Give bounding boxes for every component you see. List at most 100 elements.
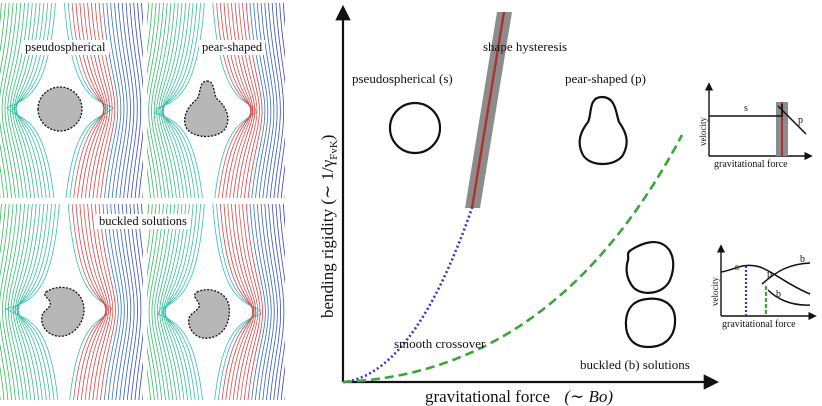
flow-streamline [17,204,45,400]
flow-streamline [17,204,49,400]
flow-streamline [125,3,138,198]
hysteresis-line [470,11,506,209]
flow-streamline [227,3,252,198]
flow-streamline [151,3,168,198]
flow-streamline [4,3,22,198]
flow-streamline [157,3,202,198]
flow-streamline [110,204,125,400]
flow-lines-pseudospherical [0,3,143,198]
flow-streamline [147,204,161,400]
flow-streamline [230,3,254,198]
flow-streamline [219,3,252,198]
flow-streamline [238,3,258,198]
flow-streamline [7,3,26,198]
flow-streamline [71,3,105,198]
flow-streamline [0,204,10,400]
flow-streamline [90,204,111,400]
label-buckled-panel: buckled solutions [96,214,190,229]
panel-buckled-left [0,204,143,400]
flow-streamline [161,3,187,198]
flow-streamline [256,204,272,400]
inset-bottom-ylabel: velocity [710,277,720,306]
inset-top-ylabel: velocity [698,117,708,146]
label-pear-region: pear-shaped (p) [565,71,646,86]
flow-streamline [83,3,106,198]
inset-top: s p velocity gravitational force [698,82,813,170]
flow-streamline [164,204,198,400]
flow-streamline [147,3,161,198]
flow-streamline [15,3,41,198]
flow-streamline [161,204,183,400]
flow-streamline [216,204,257,400]
flow-streamline [245,204,263,400]
flow-streamline [12,3,53,198]
flow-streamline [148,204,164,400]
flow-streamline [156,3,176,198]
flow-streamline [157,204,205,400]
label-pseudospherical-region: pseudospherical (s) [352,71,453,86]
shape-buckled-2 [624,297,677,349]
inset-top-s: s [744,103,748,114]
flow-streamline [15,204,37,400]
flow-streamline [121,204,135,400]
flow-streamline [219,204,255,400]
flow-streamline [0,3,6,198]
flow-streamline [256,3,272,198]
flow-streamline [163,204,187,400]
flow-streamline [253,204,269,400]
flow-streamline [154,3,205,198]
flow-streamline [223,3,252,198]
flow-streamline [153,3,172,198]
flow-streamline [63,3,115,198]
flow-streamline [147,204,157,400]
flow-streamline [98,204,116,400]
flow-streamline [156,204,176,400]
inset-bottom-b1: b [800,254,805,265]
flow-streamline [148,3,164,198]
flow-streamline [245,3,263,198]
flow-streamline [147,3,150,198]
label-pear-shaped-panel: pear-shaped [199,40,266,55]
flow-streamline [67,3,108,198]
buckled-boundary-line [342,134,684,384]
flow-streamline [117,3,131,198]
flow-streamline [264,204,278,400]
shape-sphere [388,101,442,155]
flow-streamline [75,3,105,198]
flow-streamline [12,204,33,400]
flow-streamline [234,204,257,400]
flow-streamline [147,204,153,400]
flow-streamline [125,204,138,400]
flow-streamline [162,3,194,198]
panel-pear-shaped: pear-shaped [147,3,285,198]
flow-streamline [133,3,143,198]
flow-streamline [164,204,190,400]
shape-buckled-1 [625,241,675,294]
flow-streamline [271,204,285,400]
flow-streamline [212,204,262,400]
label-buckled-region: buckled (b) solutions [580,357,690,372]
vesicle-body [41,286,85,337]
flow-streamline [110,3,125,198]
flow-streamline [268,204,282,400]
flow-lines-pear-shaped [147,3,285,198]
panel-pseudospherical: pseudospherical [0,3,143,198]
flow-streamline [249,204,266,400]
flow-streamline [1,3,18,198]
flow-streamline [279,3,285,198]
flow-streamline [242,3,260,198]
flow-streamline [164,204,194,400]
flow-streamline [87,3,108,198]
flow-streamline [2,204,18,400]
flow-streamline [11,204,56,400]
phase-diagram: pseudospherical (s) pear-shaped (p) shap… [318,4,817,406]
flow-streamline [5,3,56,198]
flow-streamline [161,3,198,198]
flow-streamline [87,204,109,400]
flow-streamline [242,204,261,400]
flow-streamline [4,204,60,400]
flow-lines-buckled-right [147,204,285,400]
flow-streamline [102,3,119,198]
crossover-line [342,204,475,384]
flow-streamline [133,204,143,400]
